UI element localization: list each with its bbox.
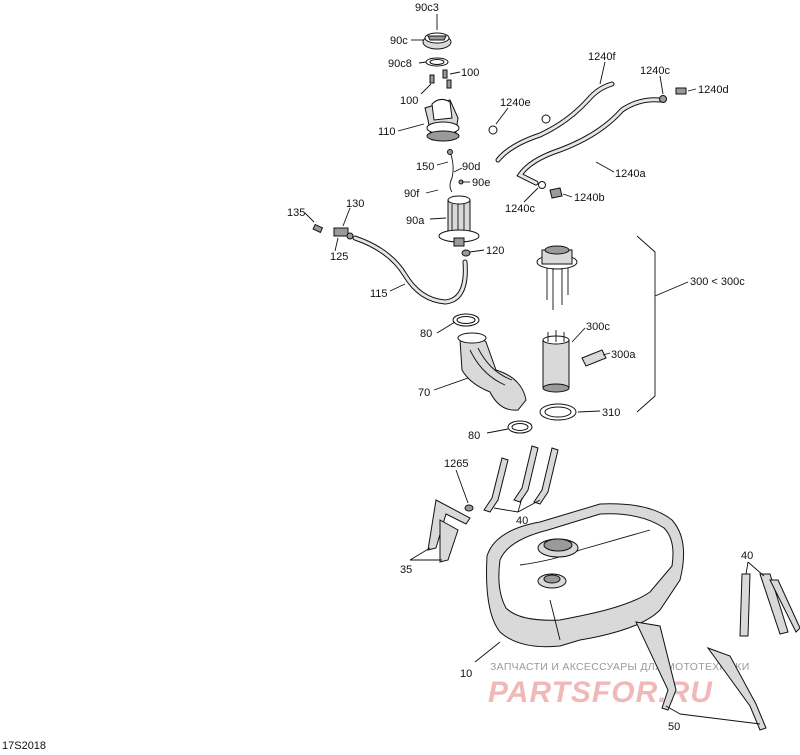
label-125: 125 xyxy=(330,251,348,263)
part-labels: 90c3 90c 90c8 100 100 110 150 90d 90f 90… xyxy=(287,2,753,733)
clamp-80-lower xyxy=(507,420,533,434)
sender-90a xyxy=(438,195,480,247)
filler-neck-110 xyxy=(424,98,460,142)
label-150: 150 xyxy=(416,161,434,173)
straps-40-upper xyxy=(483,445,559,513)
watermark-brand: PARTSFOR.RU xyxy=(488,676,713,709)
clip-1265 xyxy=(464,504,474,512)
label-1240b: 1240b xyxy=(574,192,605,204)
straps-35 xyxy=(427,499,471,563)
label-35: 35 xyxy=(400,564,412,576)
label-300-group: 300 < 300c xyxy=(690,276,745,288)
label-90c: 90c xyxy=(390,35,408,47)
leader-lines xyxy=(304,14,765,725)
label-100-right: 100 xyxy=(461,67,479,79)
label-80-lower: 80 xyxy=(468,430,480,442)
straps-50 xyxy=(635,621,767,731)
label-90c8: 90c8 xyxy=(388,58,412,70)
label-130: 130 xyxy=(346,198,364,210)
label-40-upper: 40 xyxy=(516,515,528,527)
straps-40-right xyxy=(739,573,800,637)
label-1240c-top: 1240c xyxy=(640,65,670,77)
label-1240f: 1240f xyxy=(588,51,616,63)
vent-line-150 xyxy=(447,149,464,193)
label-10: 10 xyxy=(460,668,472,680)
clamp-80-upper xyxy=(452,313,480,327)
vent-hoses-1240 xyxy=(488,81,687,199)
label-1240c-bottom: 1240c xyxy=(505,203,535,215)
watermark-subtitle: ЗАПЧАСТИ И АКСЕССУАРЫ ДЛЯ МОТОТЕХНИКИ xyxy=(490,661,750,673)
label-1240a: 1240a xyxy=(615,168,646,180)
label-90d: 90d xyxy=(462,161,480,173)
fuel-tank-10 xyxy=(486,503,685,648)
label-115: 115 xyxy=(370,288,388,300)
label-40-right: 40 xyxy=(741,550,753,562)
label-300c: 300c xyxy=(586,321,610,333)
fuel-cap xyxy=(422,32,452,67)
label-135: 135 xyxy=(287,207,305,219)
label-1240e: 1240e xyxy=(500,97,531,109)
gasket-310 xyxy=(539,403,577,421)
label-1240d: 1240d xyxy=(698,84,729,96)
connector-130 xyxy=(312,223,354,240)
label-90a: 90a xyxy=(406,215,425,227)
filler-hose-70 xyxy=(457,332,527,411)
label-1265: 1265 xyxy=(444,458,468,470)
screws-100 xyxy=(429,69,452,89)
hose-115 xyxy=(352,235,468,305)
label-90e: 90e xyxy=(472,177,490,189)
label-300a: 300a xyxy=(611,349,636,361)
label-310: 310 xyxy=(602,407,620,419)
label-50: 50 xyxy=(668,721,680,733)
grommet-120 xyxy=(461,249,471,257)
label-80-upper: 80 xyxy=(420,328,432,340)
label-120: 120 xyxy=(486,245,504,257)
label-100-left: 100 xyxy=(400,95,418,107)
label-110: 110 xyxy=(378,126,396,138)
label-70: 70 xyxy=(418,387,430,399)
diagram-code: 17S2018 xyxy=(2,740,46,752)
label-90f: 90f xyxy=(404,188,420,200)
label-90c3: 90c3 xyxy=(415,2,439,14)
watermark: ЗАПЧАСТИ И АКСЕССУАРЫ ДЛЯ МОТОТЕХНИКИ PA… xyxy=(488,661,750,709)
fuel-pump-300 xyxy=(536,245,607,393)
